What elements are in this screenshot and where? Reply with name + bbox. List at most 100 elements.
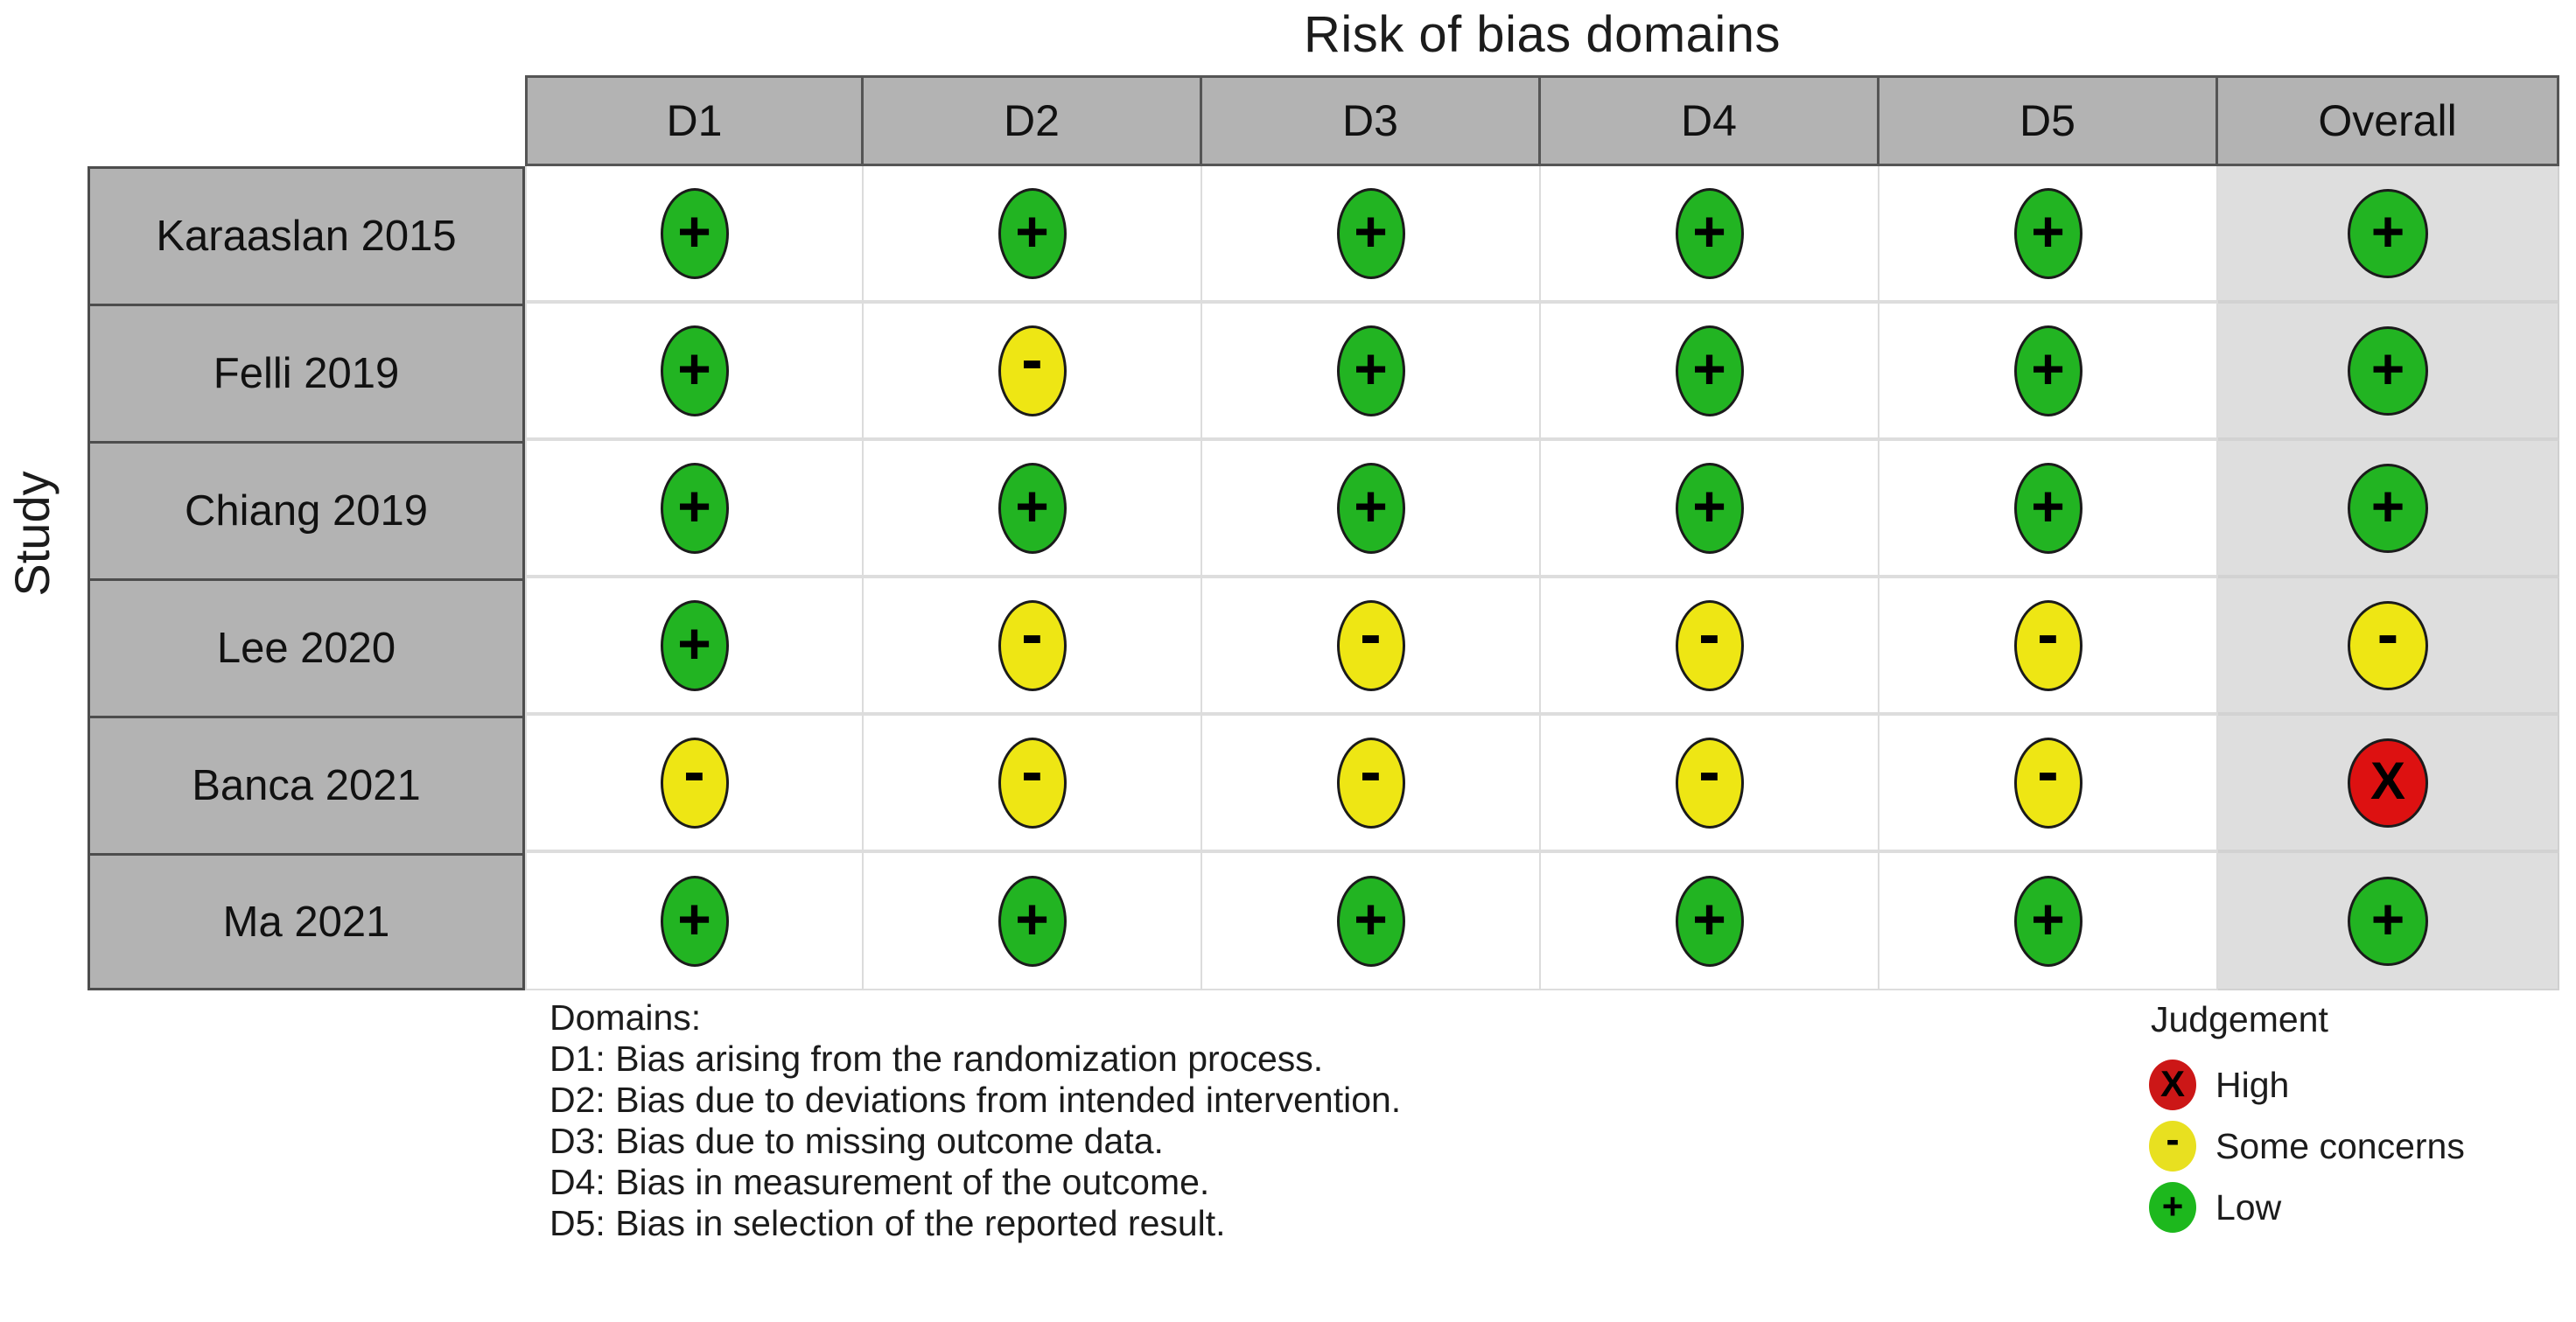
domain-cell-d4[interactable]: + (1541, 304, 1880, 441)
judgement-low-icon: + (1675, 875, 1744, 967)
domain-cell-d1[interactable]: + (525, 304, 864, 441)
grid-body: Karaaslan 2015++++++Felli 2019+-++++Chia… (88, 166, 2559, 990)
judgement-glyph: + (677, 335, 711, 401)
judgement-glyph: - (1360, 597, 1382, 670)
column-header-d3: D3 (1202, 75, 1541, 166)
judgement-glyph: + (1692, 198, 1726, 263)
column-header-d4: D4 (1541, 75, 1880, 166)
judgement-low-icon: + (660, 875, 729, 967)
domain-cell-d1[interactable]: + (525, 166, 864, 304)
legend-label: Low (2216, 1186, 2282, 1228)
domain-cell-d2[interactable]: + (864, 853, 1202, 990)
domain-cell-d1[interactable]: + (525, 578, 864, 716)
domain-cell-d4[interactable]: - (1541, 716, 1880, 853)
overall-cell[interactable]: + (2218, 853, 2559, 990)
domain-cell-d3[interactable]: - (1202, 716, 1541, 853)
judgement-glyph: + (2370, 335, 2405, 401)
judgement-glyph: + (2370, 472, 2405, 538)
judgement-glyph: + (2031, 335, 2065, 401)
judgement-glyph: + (1354, 335, 1388, 401)
judgement-glyph: + (1692, 885, 1726, 951)
judgement-some-icon: - (998, 325, 1067, 416)
judgement-some-icon: - (1675, 737, 1744, 829)
legend-item-low: + Low (2149, 1177, 2465, 1238)
judgement-glyph: - (1360, 734, 1382, 808)
domain-cell-d2[interactable]: + (864, 166, 1202, 304)
study-label-cell: Banca 2021 (88, 716, 525, 853)
judgement-glyph: + (677, 198, 711, 263)
study-label-cell: Felli 2019 (88, 304, 525, 441)
domain-cell-d2[interactable]: - (864, 304, 1202, 441)
domain-cell-d2[interactable]: + (864, 441, 1202, 578)
domain-cell-d4[interactable]: + (1541, 441, 1880, 578)
judgement-glyph: + (1354, 198, 1388, 263)
domain-cell-d4[interactable]: + (1541, 853, 1880, 990)
domain-note-d3: D3: Bias due to missing outcome data. (550, 1121, 1164, 1161)
table-row: Lee 2020 + - - - - - (88, 578, 2559, 716)
domain-cell-d1[interactable]: + (525, 853, 864, 990)
judgement-low-icon: + (2013, 875, 2082, 967)
domain-cell-d3[interactable]: + (1202, 166, 1541, 304)
legend-item-some: -Some concerns (2149, 1116, 2465, 1177)
legend-title: Judgement (2151, 999, 2328, 1039)
overall-cell[interactable]: + (2218, 166, 2559, 304)
judgement-low-icon: + (1675, 325, 1744, 416)
judgement-low-icon: + (1336, 462, 1405, 554)
judgement-low-icon: + (998, 462, 1067, 554)
domain-cell-d4[interactable]: + (1541, 166, 1880, 304)
domain-cell-d3[interactable]: + (1202, 304, 1541, 441)
judgement-glyph: + (677, 885, 711, 951)
domain-cell-d1[interactable]: - (525, 716, 864, 853)
overall-cell[interactable]: - (2218, 578, 2559, 716)
judgement-glyph: + (1015, 885, 1049, 951)
table-row: Chiang 2019++++++ (88, 441, 2559, 578)
domain-cell-d5[interactable]: + (1880, 304, 2218, 441)
judgement-low-icon: + (660, 462, 729, 554)
overall-cell[interactable]: X (2218, 716, 2559, 853)
legend-label: Some concerns (2216, 1125, 2465, 1166)
judgement-low-icon: + (1336, 875, 1405, 967)
judgement-glyph: - (683, 734, 705, 808)
domain-cell-d5[interactable]: - (1880, 716, 2218, 853)
domain-cell-d5[interactable]: + (1880, 441, 2218, 578)
domain-cell-d5[interactable]: - (1880, 578, 2218, 716)
domain-cell-d3[interactable]: - (1202, 578, 1541, 716)
judgement-low-icon: + (2348, 463, 2428, 553)
page-title: Risk of bias domains (1303, 6, 1782, 63)
judgement-low-icon: + (660, 599, 729, 691)
study-label-cell: Ma 2021 (88, 853, 525, 990)
judgement-some-icon: - (1675, 599, 1744, 691)
judgement-low-icon: + (1675, 187, 1744, 279)
judgement-glyph: X (2370, 751, 2406, 810)
judgement-high-icon: X (2348, 738, 2428, 828)
domain-cell-d4[interactable]: - (1541, 578, 1880, 716)
judgement-low-icon: + (2348, 325, 2428, 416)
judgement-low-icon: + (998, 875, 1067, 967)
domain-cell-d3[interactable]: + (1202, 441, 1541, 578)
table-row: Banca 2021 - - - - - X (88, 716, 2559, 853)
domain-cell-d2[interactable]: - (864, 716, 1202, 853)
judgement-glyph: + (2031, 472, 2065, 538)
legend-label: High (2216, 1064, 2290, 1105)
study-label-cell: Lee 2020 (88, 578, 525, 716)
legend-some-icon: - (2149, 1119, 2196, 1172)
judgement-glyph: - (2037, 597, 2059, 670)
legend-glyph: + (2161, 1185, 2184, 1227)
judgement-some-icon: - (2013, 597, 2082, 691)
overall-cell[interactable]: + (2218, 441, 2559, 578)
domain-cell-d2[interactable]: - (864, 578, 1202, 716)
domain-cell-d3[interactable]: + (1202, 853, 1541, 990)
domain-cell-d1[interactable]: + (525, 441, 864, 578)
judgement-low-icon: + (2013, 325, 2082, 416)
judgement-some-icon: - (1336, 597, 1405, 691)
overall-cell[interactable]: + (2218, 304, 2559, 441)
judgement-low-icon: + (1336, 325, 1405, 416)
column-header-d2: D2 (864, 75, 1202, 166)
domain-cell-d5[interactable]: + (1880, 853, 2218, 990)
domain-cell-d5[interactable]: + (1880, 166, 2218, 304)
judgement-glyph: + (1692, 335, 1726, 401)
judgement-low-icon: + (660, 187, 729, 279)
judgement-glyph: + (1015, 472, 1049, 538)
grid-header-row: D1 D2 D3 D4 D5 Overall (88, 75, 2559, 166)
